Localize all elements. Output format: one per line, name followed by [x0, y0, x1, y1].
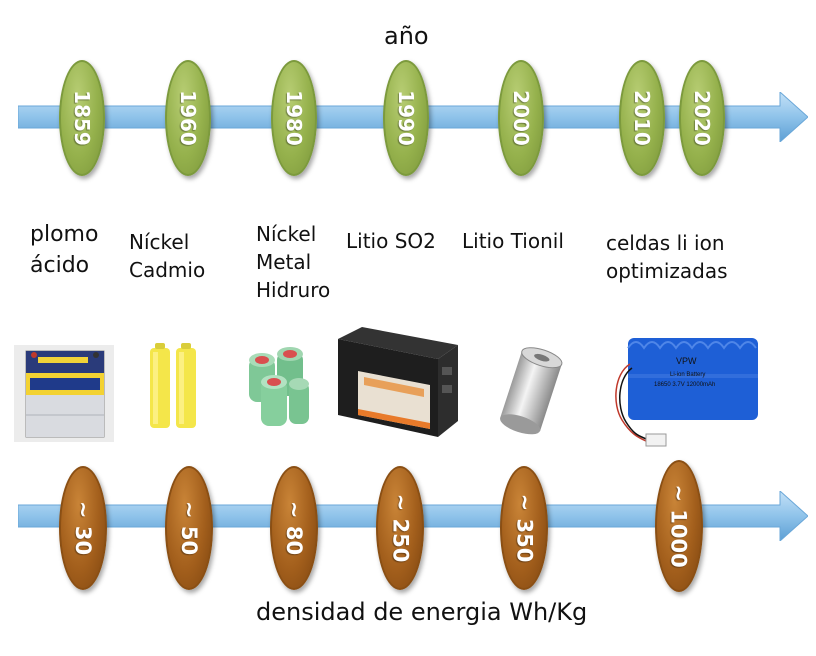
density-marker: ~ 250 [376, 466, 424, 590]
year-label: 1980 [282, 90, 307, 146]
technology-label-lithium-so2: Litio SO2 [346, 229, 436, 253]
density-marker: ~ 30 [59, 466, 107, 590]
technology-label-lithium-thionyl: Litio Tionil [462, 229, 564, 253]
pack-brand-text: VPW [676, 356, 697, 366]
year-marker: 2020 [679, 60, 725, 176]
lithium-thionyl-cell-image [500, 347, 563, 435]
density-label: ~ 30 [71, 500, 96, 556]
year-marker: 1990 [383, 60, 429, 176]
density-marker: ~ 80 [270, 466, 318, 590]
nimh-cell-pack-image [249, 347, 309, 426]
year-marker: 1960 [165, 60, 211, 176]
density-marker: ~ 350 [500, 466, 548, 590]
technology-label-nimh: Níckel Metal Hidruro [256, 222, 331, 302]
technology-label-li-ion: celdas li ion optimizadas [606, 231, 728, 283]
density-label: ~ 1000 [667, 484, 692, 568]
pack-spec-text: 18650 3.7V 12000mAh [654, 382, 715, 388]
density-axis-title: densidad de energia Wh/Kg [256, 598, 588, 626]
year-marker: 2000 [498, 60, 544, 176]
year-axis-title: año [384, 22, 429, 50]
car-battery-image [14, 345, 114, 442]
technology-label-nicd: Níckel Cadmio [129, 230, 206, 282]
year-label: 2000 [509, 90, 534, 146]
density-label: ~ 80 [282, 500, 307, 556]
density-marker: ~ 1000 [655, 460, 703, 592]
year-marker: 1859 [59, 60, 105, 176]
year-marker: 2010 [619, 60, 665, 176]
aa-batteries-image [150, 343, 196, 428]
lithium-so2-battery-image [338, 327, 458, 437]
density-marker: ~ 50 [165, 466, 213, 590]
li-ion-battery-pack-image: VPW Li-ion Battery 18650 3.7V 12000mAh [615, 338, 758, 447]
technology-label-lead-acid: plomo ácido [30, 222, 99, 278]
density-label: ~ 50 [177, 500, 202, 556]
year-label: 2020 [690, 90, 715, 146]
year-label: 1990 [394, 90, 419, 146]
year-label: 2010 [630, 90, 655, 146]
density-label: ~ 350 [512, 493, 536, 563]
year-label: 1859 [70, 90, 95, 146]
year-marker: 1980 [271, 60, 317, 176]
year-label: 1960 [176, 90, 201, 146]
density-label: ~ 250 [388, 493, 412, 563]
pack-type-text: Li-ion Battery [670, 372, 705, 378]
